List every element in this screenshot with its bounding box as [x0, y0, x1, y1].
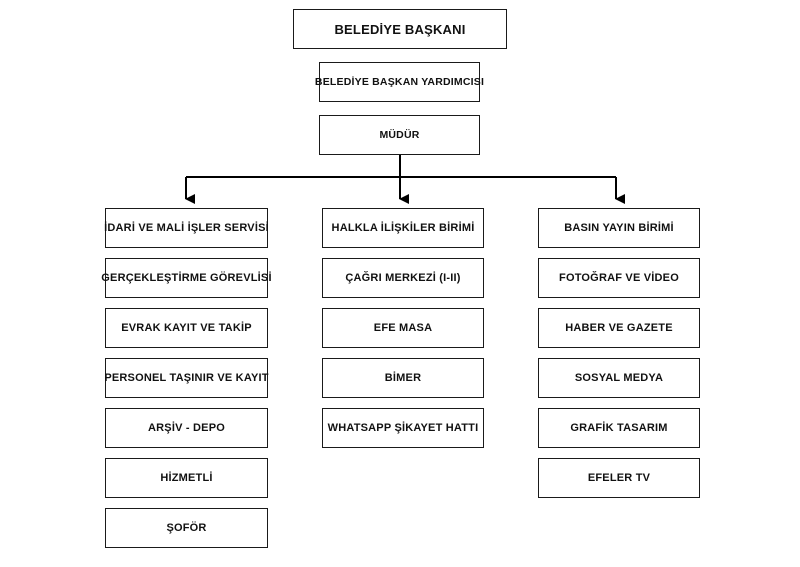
unit-box: BİMER [322, 358, 484, 398]
unit-box: FOTOĞRAF VE VİDEO [538, 258, 700, 298]
unit-label: FOTOĞRAF VE VİDEO [559, 272, 679, 284]
root-box-mayor: BELEDİYE BAŞKANI [293, 9, 507, 49]
unit-box: EFE MASA [322, 308, 484, 348]
unit-box: İDARİ VE MALİ İŞLER SERVİSİ [104, 208, 269, 248]
unit-box: EVRAK KAYIT VE TAKİP [105, 308, 268, 348]
unit-label: SOSYAL MEDYA [574, 372, 664, 384]
unit-box: HALKLA İLİŞKİLER BİRİMİ [322, 208, 484, 248]
unit-label: ŞOFÖR [166, 522, 207, 534]
unit-label: PERSONEL TAŞINIR VE KAYIT [104, 372, 269, 384]
director-label: MÜDÜR [379, 129, 420, 141]
unit-label: EFELER TV [587, 472, 651, 484]
unit-label: GRAFİK TASARIM [570, 422, 668, 434]
director-box: MÜDÜR [319, 115, 480, 155]
unit-box: SOSYAL MEDYA [538, 358, 700, 398]
unit-box: ARŞİV - DEPO [105, 408, 268, 448]
deputy-box: BELEDİYE BAŞKAN YARDIMCISI [315, 62, 484, 102]
root-label: BELEDİYE BAŞKANI [334, 21, 466, 37]
unit-box: HABER VE GAZETE [538, 308, 700, 348]
unit-box: EFELER TV [538, 458, 700, 498]
unit-box: BASIN YAYIN BİRİMİ [538, 208, 700, 248]
unit-label: HALKLA İLİŞKİLER BİRİMİ [331, 222, 475, 234]
unit-label: GERÇEKLEŞTİRME GÖREVLİSİ [101, 272, 272, 284]
unit-box: HİZMETLİ [105, 458, 268, 498]
unit-label: HABER VE GAZETE [565, 322, 673, 334]
unit-label: ARŞİV - DEPO [148, 422, 225, 434]
deputy-label: BELEDİYE BAŞKAN YARDIMCISI [314, 76, 485, 88]
unit-box: WHATSAPP ŞİKAYET HATTI [322, 408, 484, 448]
unit-label: BİMER [384, 372, 422, 384]
unit-label: EVRAK KAYIT VE TAKİP [121, 322, 252, 334]
unit-label: WHATSAPP ŞİKAYET HATTI [327, 422, 479, 434]
unit-label: HİZMETLİ [160, 472, 213, 484]
unit-label: EFE MASA [373, 322, 433, 334]
unit-label: BASIN YAYIN BİRİMİ [564, 222, 674, 234]
unit-label: ÇAĞRI MERKEZİ (I-II) [345, 272, 461, 284]
unit-box: ÇAĞRI MERKEZİ (I-II) [322, 258, 484, 298]
unit-box: ŞOFÖR [105, 508, 268, 548]
unit-box: PERSONEL TAŞINIR VE KAYIT [104, 358, 269, 398]
unit-box: GERÇEKLEŞTİRME GÖREVLİSİ [101, 258, 272, 298]
unit-label: İDARİ VE MALİ İŞLER SERVİSİ [104, 222, 269, 234]
unit-box: GRAFİK TASARIM [538, 408, 700, 448]
